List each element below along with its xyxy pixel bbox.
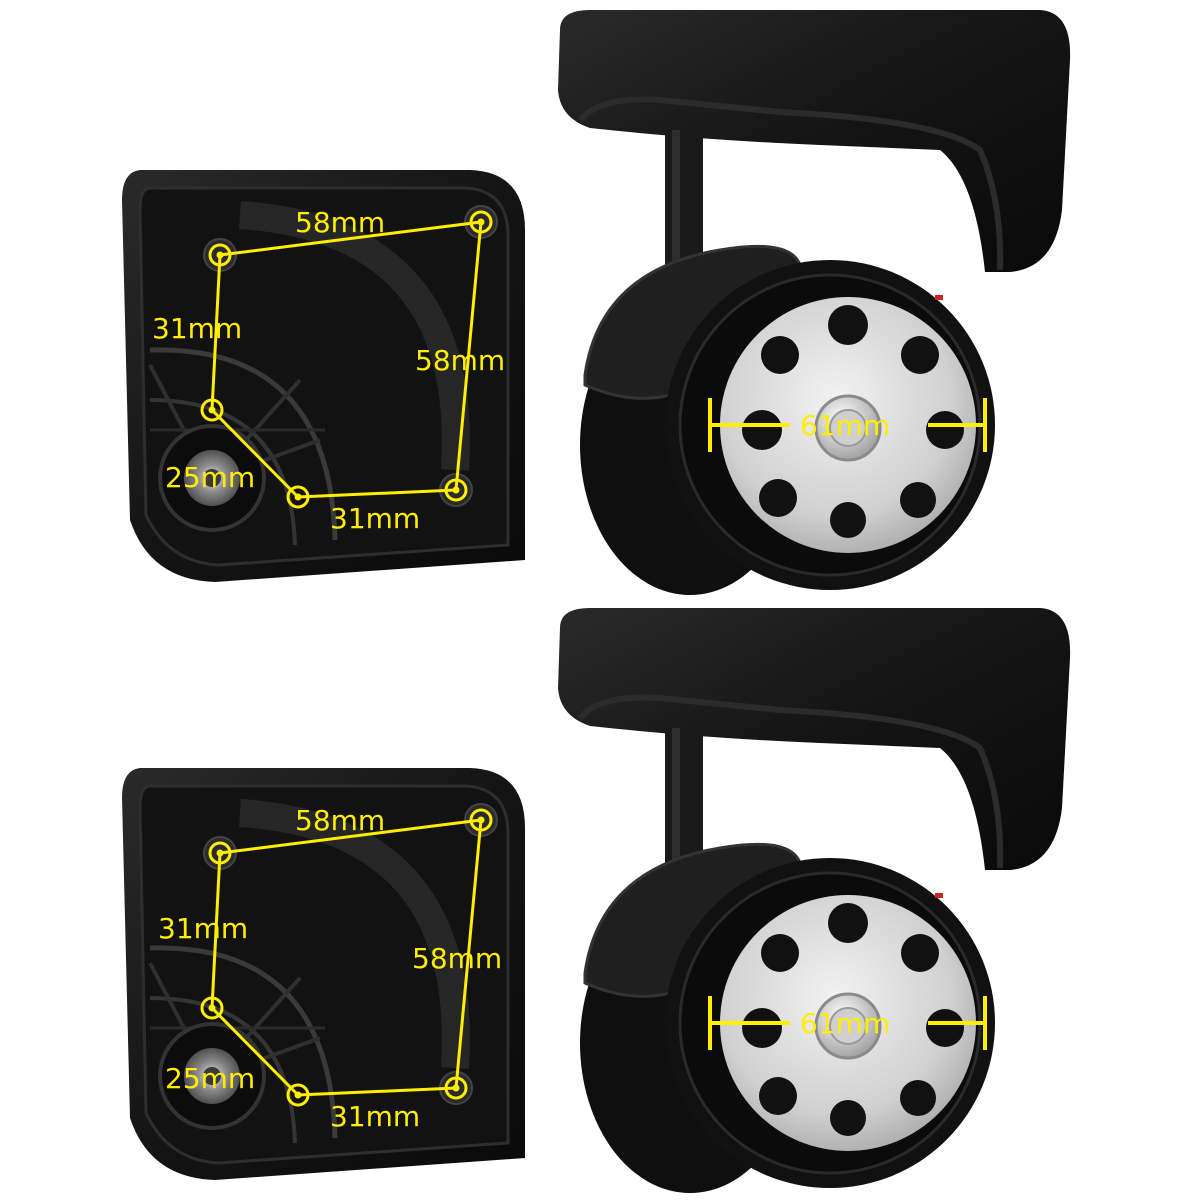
plate-left-label: 31mm: [152, 312, 242, 345]
axle-diameter-label: 25mm: [165, 461, 255, 494]
plate-left-label: 31mm: [158, 912, 248, 945]
plate-bottom-label: 31mm: [330, 1100, 420, 1133]
caster-unit-top: 58mm 31mm 58mm 31mm 25mm 61mm: [122, 10, 1070, 595]
plate-width-label: 58mm: [295, 206, 385, 239]
plate-right-label: 58mm: [412, 942, 502, 975]
wheel-diameter-label: 61mm: [800, 1007, 890, 1040]
mounting-plate-bottom: 58mm 31mm 58mm 31mm 25mm: [122, 768, 525, 1180]
wheel-diameter-label: 61mm: [800, 409, 890, 442]
axle-diameter-label: 25mm: [165, 1062, 255, 1095]
caster-unit-bottom: 58mm 31mm 58mm 31mm 25mm 61mm: [122, 608, 1070, 1193]
plate-right-label: 58mm: [415, 344, 505, 377]
wheel-top: 61mm: [558, 10, 1070, 595]
mounting-plate-top: 58mm 31mm 58mm 31mm 25mm: [122, 170, 525, 582]
plate-width-label: 58mm: [295, 804, 385, 837]
wheel-bottom: 61mm: [558, 608, 1070, 1193]
plate-bottom-label: 31mm: [330, 502, 420, 535]
